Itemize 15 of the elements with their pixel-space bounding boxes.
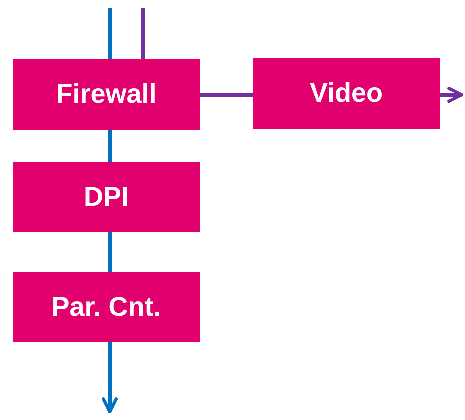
process-box [13, 162, 200, 232]
process-box [253, 58, 440, 129]
process-box [13, 272, 200, 342]
connector-line [108, 8, 112, 59]
connector-line [108, 130, 112, 162]
arrow [440, 87, 464, 103]
connector-line [108, 232, 112, 272]
box-label: Par. Cnt. [52, 292, 162, 322]
connector-line [200, 93, 253, 97]
connector-line [141, 8, 145, 59]
process-box [13, 59, 200, 130]
arrow [102, 342, 118, 414]
box-label: DPI [84, 182, 129, 212]
box-label: Video [310, 78, 384, 109]
box-label: Firewall [56, 79, 157, 110]
